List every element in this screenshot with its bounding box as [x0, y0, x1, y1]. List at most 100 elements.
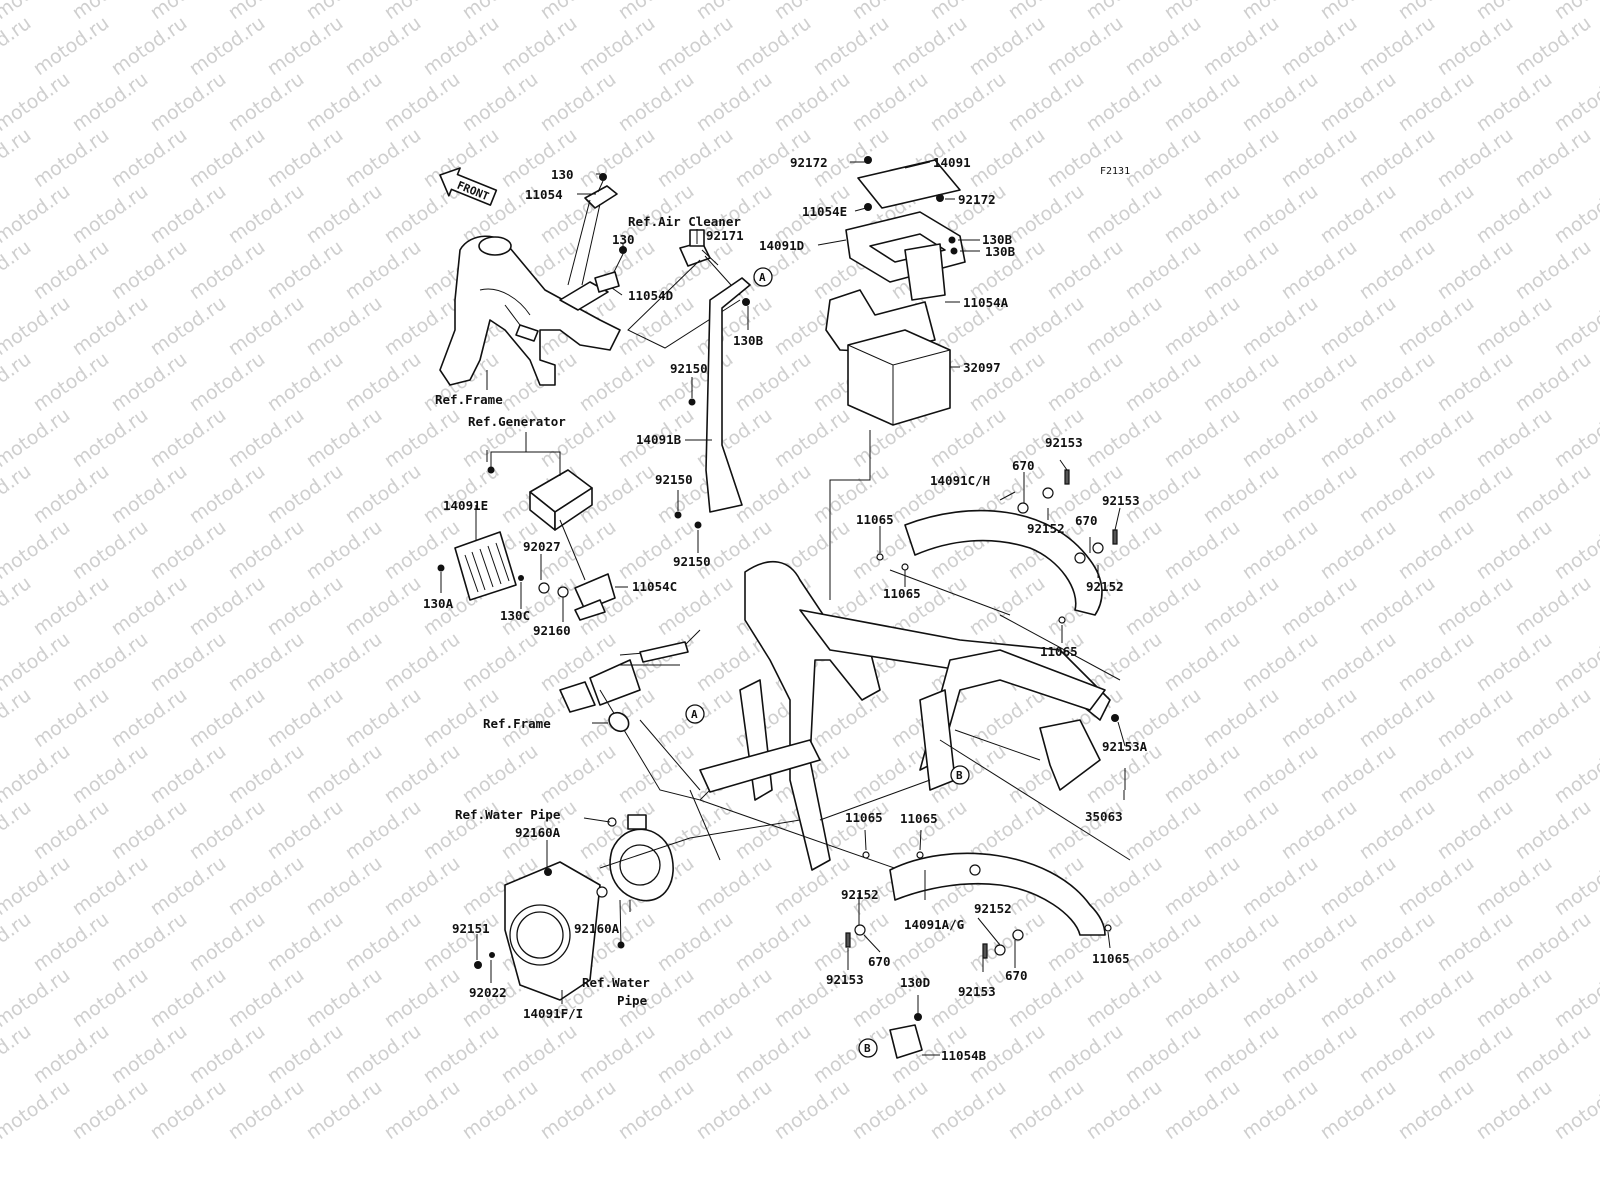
watermark-text: motod.ru	[1433, 460, 1517, 528]
watermark-text: motod.ru	[107, 460, 191, 528]
watermark-text: motod.ru	[224, 1076, 308, 1144]
watermark-text: motod.ru	[1433, 684, 1517, 752]
label-130a: 130A	[423, 596, 454, 611]
watermark-text: motod.ru	[1082, 1076, 1166, 1144]
watermark-text: motod.ru	[1160, 852, 1244, 920]
callout-b-bracket: B	[858, 1038, 878, 1058]
water-pump-drawing	[474, 814, 801, 1001]
watermark-text: motod.ru	[965, 12, 1049, 80]
watermark-text: motod.ru	[107, 684, 191, 752]
watermark-text: motod.ru	[1199, 1020, 1283, 1088]
label-130c: 130C	[500, 608, 530, 623]
watermark-text: motod.ru	[1160, 68, 1244, 136]
watermark-text: motod.ru	[380, 628, 464, 696]
watermark-text: motod.ru	[1316, 68, 1400, 136]
watermark-text: motod.ru	[1277, 572, 1361, 640]
watermark-text: motod.ru	[1199, 348, 1283, 416]
label-11054c: 11054C	[632, 579, 677, 594]
watermark-text: motod.ru	[1238, 852, 1322, 920]
watermark-text: motod.ru	[1472, 628, 1556, 696]
watermark-text: motod.ru	[1394, 964, 1478, 1032]
watermark-text: motod.ru	[68, 740, 152, 808]
svg-text:A: A	[759, 271, 766, 284]
watermark-text: motod.ru	[185, 1020, 269, 1088]
watermark-text: motod.ru	[0, 1076, 74, 1144]
leader-lines	[440, 161, 1126, 1056]
watermark-text: motod.ru	[692, 852, 776, 920]
watermark-text: motod.ru	[263, 684, 347, 752]
watermark-text: motod.ru	[614, 1076, 698, 1144]
watermark-text: motod.ru	[29, 124, 113, 192]
watermark-text: motod.ru	[1043, 796, 1127, 864]
watermark-text: motod.ru	[107, 908, 191, 976]
watermark-text: motod.ru	[1277, 1020, 1361, 1088]
watermark-text: motod.ru	[1511, 796, 1595, 864]
watermark-text: motod.ru	[1082, 964, 1166, 1032]
watermark-text: motod.ru	[1433, 908, 1517, 976]
watermark-text: motod.ru	[1238, 292, 1322, 360]
label-130b-air: 130B	[733, 333, 764, 348]
label-92153a: 92153A	[1102, 739, 1148, 754]
bracket-14091b-drawing	[674, 277, 751, 529]
label-11065-c: 11065	[1040, 644, 1078, 659]
watermark-text: motod.ru	[146, 964, 230, 1032]
watermark-text: motod.ru	[341, 796, 425, 864]
label-92150-a: 92150	[670, 361, 708, 376]
watermark-text: motod.ru	[224, 68, 308, 136]
watermark-text: motod.ru	[614, 0, 698, 24]
watermark-text: motod.ru	[1160, 628, 1244, 696]
watermark-text: motod.ru	[1355, 1020, 1439, 1088]
watermark-text: motod.ru	[224, 292, 308, 360]
watermark-text: motod.ru	[1160, 292, 1244, 360]
watermark-text: motod.ru	[1433, 236, 1517, 304]
watermark-text: motod.ru	[1433, 572, 1517, 640]
watermark-text: motod.ru	[146, 516, 230, 584]
watermark-text: motod.ru	[731, 12, 815, 80]
watermark-text: motod.ru	[965, 572, 1049, 640]
watermark-text: motod.ru	[107, 124, 191, 192]
watermark-text: motod.ru	[1511, 1020, 1595, 1088]
watermark-text: motod.ru	[1004, 1076, 1088, 1144]
watermark-text: motod.ru	[653, 348, 737, 416]
watermark-text: motod.ru	[1199, 684, 1283, 752]
watermark-text: motod.ru	[1238, 0, 1322, 24]
watermark-text: motod.ru	[302, 0, 386, 24]
watermark-text: motod.ru	[1316, 0, 1400, 24]
watermark-text: motod.ru	[107, 12, 191, 80]
watermark-text: motod.ru	[1550, 964, 1600, 1032]
watermark-text: motod.ru	[1550, 628, 1600, 696]
watermark-text: motod.ru	[1511, 460, 1595, 528]
watermark-text: motod.ru	[263, 460, 347, 528]
watermark-text: motod.ru	[68, 1076, 152, 1144]
watermark-text: motod.ru	[1199, 124, 1283, 192]
watermark-text: motod.ru	[1394, 0, 1478, 24]
watermark-text: motod.ru	[1043, 236, 1127, 304]
watermark-text: motod.ru	[1043, 1020, 1127, 1088]
watermark-text: motod.ru	[1082, 0, 1166, 24]
watermark-text: motod.ru	[341, 12, 425, 80]
watermark-text: motod.ru	[653, 1020, 737, 1088]
watermark-text: motod.ru	[536, 68, 620, 136]
watermark-text: motod.ru	[29, 12, 113, 80]
watermark-text: motod.ru	[1394, 1076, 1478, 1144]
watermark-text: motod.ru	[1238, 404, 1322, 472]
watermark-text: motod.ru	[68, 68, 152, 136]
label-ref-water-b1: Ref.Water	[582, 975, 650, 990]
watermark-text: motod.ru	[692, 404, 776, 472]
watermark-text: motod.ru	[263, 12, 347, 80]
watermark-text: motod.ru	[302, 628, 386, 696]
watermark-text: motod.ru	[185, 124, 269, 192]
watermark-text: motod.ru	[1238, 68, 1322, 136]
label-92152-b: 92152	[1086, 579, 1124, 594]
watermark-text: motod.ru	[1433, 796, 1517, 864]
watermark-text: motod.ru	[185, 796, 269, 864]
watermark-text: motod.ru	[263, 572, 347, 640]
watermark-text: motod.ru	[68, 628, 152, 696]
watermark-text: motod.ru	[1277, 908, 1361, 976]
label-92027: 92027	[523, 539, 561, 554]
watermark-text: motod.ru	[1355, 348, 1439, 416]
watermark-text: motod.ru	[926, 68, 1010, 136]
watermark-text: motod.ru	[692, 68, 776, 136]
watermark-text: motod.ru	[536, 1076, 620, 1144]
